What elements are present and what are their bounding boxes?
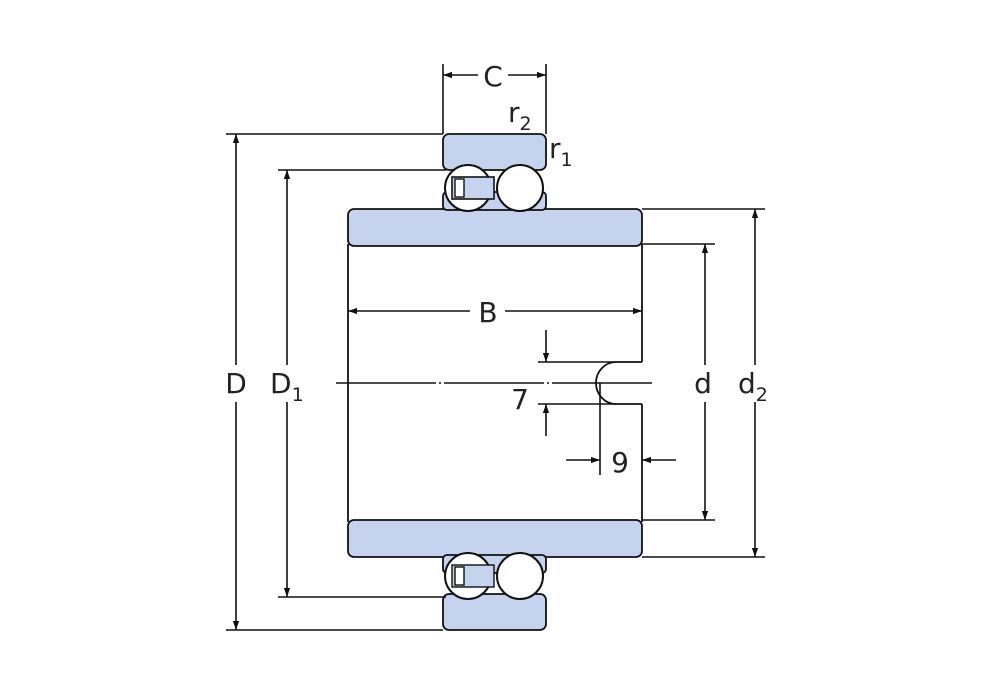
ball-right-lower [496,552,544,600]
label-groove-width: 7 [511,383,529,416]
sleeve-lower [347,519,643,558]
label-C: C [483,60,503,93]
label-D1-base: D [270,367,292,400]
label-r1-sub: 1 [561,149,573,171]
outer-ring-lower [442,593,547,631]
dimension-lines [232,71,759,630]
sleeve-upper [347,208,643,247]
label-d2-sub: 2 [756,384,768,406]
label-D: D [225,367,247,400]
label-r2-base: r [508,96,520,129]
label-r2: r2 [508,96,532,135]
lock-tab-lower [454,566,465,586]
ball-right-upper [496,164,544,212]
label-d2-base: d [738,367,756,400]
bearing-lower [442,552,547,631]
outer-ring-upper [442,133,547,171]
label-D1-sub: 1 [292,384,304,406]
lock-tab-upper [454,178,465,198]
label-r1: r1 [549,132,573,171]
label-r2-sub: 2 [520,113,532,135]
extension-lines [226,64,765,631]
label-r1-base: r [549,132,561,165]
label-B: B [478,296,497,329]
bearing-upper [442,133,547,212]
label-d: d [694,367,712,400]
label-D1: D1 [270,367,304,406]
label-groove-depth: 9 [611,446,629,479]
label-d2: d2 [738,367,768,406]
